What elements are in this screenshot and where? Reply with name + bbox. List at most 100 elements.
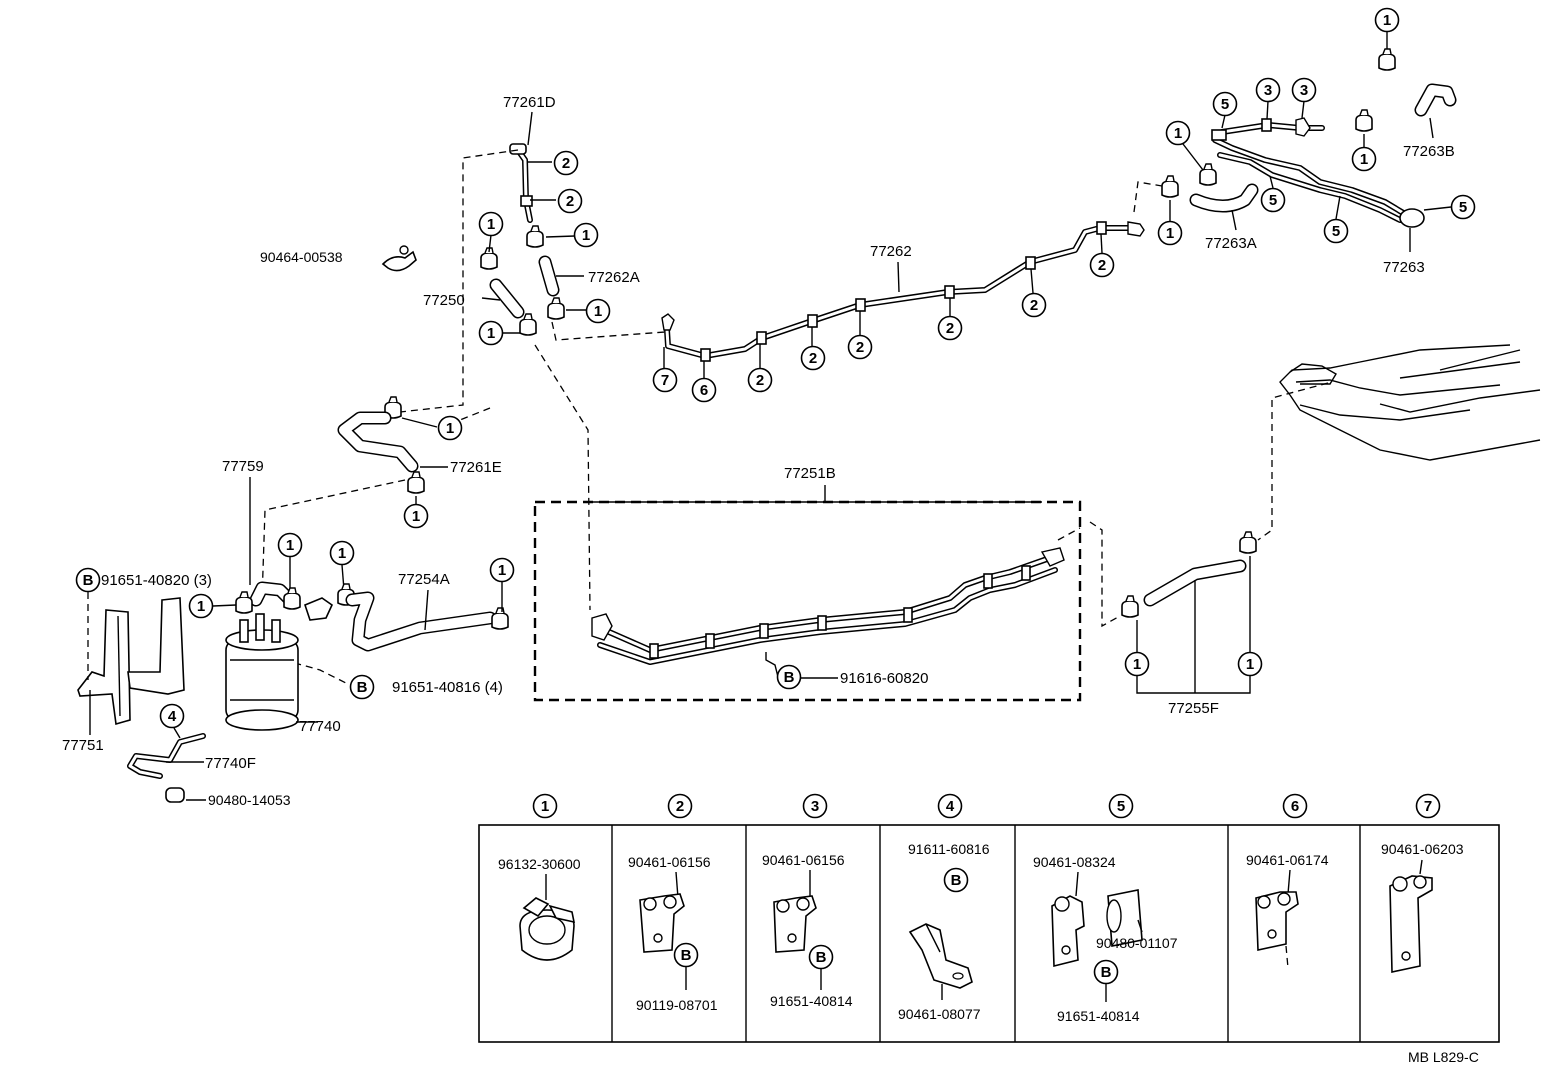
diagram-code: MB L829-C: [1408, 1049, 1479, 1065]
label-77263: 77263: [1383, 259, 1425, 276]
svg-text:2: 2: [1030, 297, 1038, 314]
svg-text:2: 2: [946, 320, 954, 337]
svg-text:1: 1: [446, 420, 454, 437]
label-77740F: 77740F: [205, 755, 256, 772]
legend-cell-5: 90461-08324 90480-01107 B 91651-40814: [1033, 854, 1178, 1024]
svg-text:2: 2: [566, 193, 574, 210]
svg-text:1: 1: [286, 537, 294, 554]
part-77262-group: 77262 7 6 2 2 2 2 2 2: [652, 221, 1145, 403]
svg-text:3: 3: [1264, 82, 1272, 99]
label-77759: 77759: [222, 458, 264, 475]
callout-1: 1: [478, 211, 504, 237]
legend-part: 91651-40814: [770, 993, 853, 1009]
legend-header-4: 4: [937, 793, 963, 819]
svg-text:2: 2: [676, 798, 684, 815]
svg-text:B: B: [681, 947, 692, 964]
part-77255F-group: 1 1 77255F: [1121, 531, 1263, 717]
svg-text:4: 4: [946, 798, 955, 815]
callout-2: 2: [847, 334, 873, 360]
label-77250: 77250: [423, 292, 465, 309]
legend-part: 91611-60816: [908, 841, 990, 857]
label-77261D: 77261D: [503, 94, 556, 111]
svg-text:2: 2: [856, 339, 864, 356]
svg-text:1: 1: [594, 303, 602, 320]
label-77263A: 77263A: [1205, 235, 1257, 252]
callout-1: 1: [478, 320, 504, 346]
callout-2: 2: [557, 188, 583, 214]
label-91616-60820: 91616-60820: [840, 670, 928, 687]
legend-header-1: 1: [532, 793, 558, 819]
svg-text:B: B: [951, 872, 962, 889]
part-77251B-group: 77251B B 91616-60820: [533, 465, 1121, 702]
svg-text:1: 1: [338, 545, 346, 562]
svg-text:1: 1: [487, 325, 495, 342]
svg-text:5: 5: [1332, 223, 1340, 240]
part-77261D-group: 77261D 2 2 1 77262A 1 90464-00538 1 7725…: [260, 94, 666, 611]
svg-text:4: 4: [168, 708, 177, 725]
legend-part: 90461-06203: [1381, 841, 1464, 857]
svg-text:1: 1: [1246, 656, 1254, 673]
svg-text:3: 3: [811, 798, 819, 815]
legend-header-2: 2: [667, 793, 693, 819]
legend-cell-4: 91611-60816 B 90461-08077: [898, 841, 990, 1022]
svg-text:1: 1: [582, 227, 590, 244]
callout-1: 1: [1157, 220, 1183, 246]
callout-5: 5: [1450, 194, 1476, 220]
svg-text:5: 5: [1117, 798, 1125, 815]
callout-1: 1: [1124, 651, 1150, 677]
legend-cell-2: 90461-06156 B 90119-08701: [628, 854, 718, 1013]
legend-part: 90461-06156: [762, 852, 845, 868]
legend-cell-1: 96132-30600: [498, 856, 581, 961]
callout-7: 7: [652, 367, 678, 393]
callout-2: 2: [800, 345, 826, 371]
svg-text:2: 2: [809, 350, 817, 367]
svg-text:B: B: [83, 572, 94, 589]
legend-header-7: 7: [1415, 793, 1441, 819]
svg-text:1: 1: [1383, 12, 1391, 29]
callout-6: 6: [691, 377, 717, 403]
label-77740: 77740: [299, 718, 341, 735]
callout-B: B: [808, 944, 834, 970]
legend-part: 90461-06174: [1246, 852, 1329, 868]
legend-cell-6: 90461-06174: [1246, 852, 1329, 969]
fuel-tank: [1257, 344, 1541, 541]
clamp-90464-00538: [381, 245, 417, 272]
legend-header-5: 5: [1108, 793, 1134, 819]
callout-B: B: [75, 567, 101, 593]
label-91651-40820: 91651-40820 (3): [101, 572, 212, 589]
callout-1: 1: [329, 540, 355, 566]
legend-header-3: 3: [802, 793, 828, 819]
callout-1: 1: [489, 557, 515, 583]
legend-part: 90119-08701: [636, 997, 718, 1013]
clamp-legend-table: 1 2 3 4 5 6 7 96132-30600 90461-06156 B …: [478, 793, 1500, 1043]
svg-text:5: 5: [1221, 96, 1229, 113]
svg-text:1: 1: [1166, 225, 1174, 242]
callout-B: B: [1093, 959, 1119, 985]
svg-text:2: 2: [562, 155, 570, 172]
callout-1: 1: [277, 532, 303, 558]
svg-text:1: 1: [487, 216, 495, 233]
legend-cell-7: 90461-06203: [1381, 841, 1464, 973]
svg-text:1: 1: [1360, 151, 1368, 168]
svg-text:6: 6: [1291, 798, 1299, 815]
svg-text:1: 1: [1133, 656, 1141, 673]
callout-4: 4: [159, 703, 185, 729]
svg-text:1: 1: [197, 598, 205, 615]
callout-1: 1: [403, 503, 429, 529]
label-77261E: 77261E: [450, 459, 502, 476]
label-77263B: 77263B: [1403, 143, 1455, 160]
svg-text:1: 1: [541, 798, 549, 815]
part-77261E-group: 1 77261E 1: [261, 396, 502, 601]
callout-2: 2: [1021, 292, 1047, 318]
svg-text:B: B: [816, 949, 827, 966]
callout-5: 5: [1260, 187, 1286, 213]
callout-5: 5: [1323, 218, 1349, 244]
label-77262A: 77262A: [588, 269, 640, 286]
svg-text:2: 2: [756, 372, 764, 389]
legend-header-6: 6: [1282, 793, 1308, 819]
part-77263-group: 1 1 77263A 5 3 3 5 5 5 77263 1: [1133, 7, 1476, 276]
legend-part: 90461-08077: [898, 1006, 981, 1022]
svg-text:6: 6: [700, 382, 708, 399]
callout-1: 1: [573, 222, 599, 248]
